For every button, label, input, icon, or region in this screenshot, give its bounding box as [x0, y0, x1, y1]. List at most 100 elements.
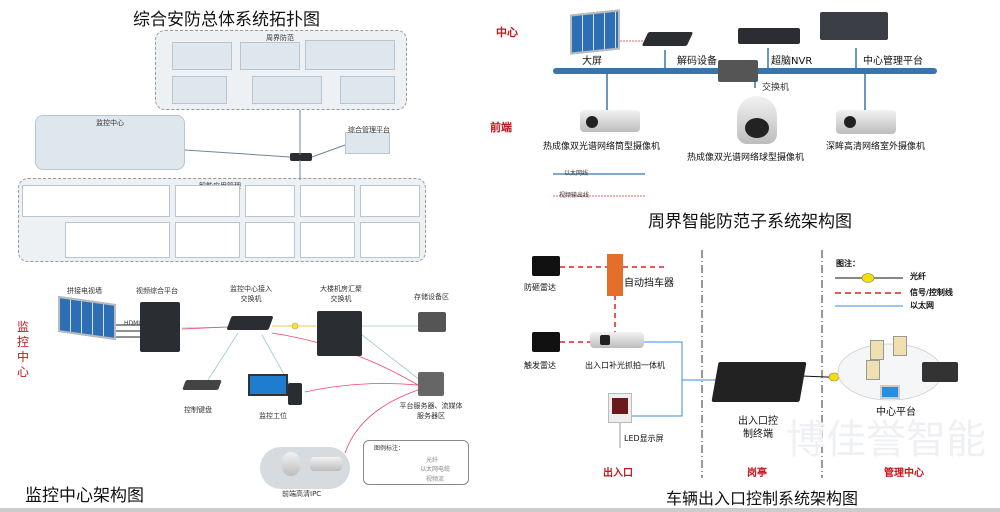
tier-center-label: 中心 [496, 26, 518, 39]
topology-monitor-zone: 监控中心 [35, 115, 185, 170]
switch-icon [718, 60, 758, 82]
decoder-label: 解码设备 [677, 56, 717, 67]
legend-ethernet: 以太网电缆 [420, 466, 451, 473]
zone-entrance-label: 出入口 [603, 468, 633, 479]
topology-block [172, 76, 227, 104]
nvr-label: 超脑NVR [771, 56, 813, 67]
storage-label: 存储设备区 [414, 293, 449, 301]
decoder-icon [641, 32, 694, 46]
core-switch-label: 大楼机房汇聚交换机 [320, 285, 362, 303]
server-icon [893, 336, 907, 356]
platform-label: 中心平台 [876, 407, 916, 418]
guard-radar-icon [532, 256, 560, 276]
legend-video: 视频流 [426, 476, 445, 483]
topology-block [360, 185, 420, 217]
bullet-thermal-camera-icon [580, 110, 640, 132]
topology-block [360, 222, 420, 258]
legend-ethernet-label: 以太网线 [564, 170, 589, 177]
server-icon [870, 340, 884, 360]
legend-ethernet: 以太网 [910, 301, 934, 310]
legend-fiber: 光纤 [910, 272, 926, 281]
screen-label: 大屏 [582, 56, 602, 67]
vehicle-legend-title: 图注： [836, 259, 860, 268]
core-switch-icon [317, 311, 362, 356]
servers-label: 平台服务器、流媒体服务器区 [399, 402, 463, 420]
topology-block [240, 42, 300, 70]
storage-icon [922, 362, 958, 382]
capture-camera-icon [590, 332, 644, 348]
topology-block [340, 76, 395, 104]
platform-server-icon [820, 12, 888, 40]
hdmi-label: HDMI [124, 320, 141, 327]
topology-block [172, 42, 232, 70]
nvr-icon [738, 28, 800, 44]
bullet-ipc-icon [310, 457, 342, 471]
topology-block: 综合管理平台 [345, 126, 390, 154]
outdoor-camera-icon [836, 110, 896, 134]
bullet-thermal-label: 热成像双光谱网络筒型摄像机 [543, 142, 661, 152]
server-icon [866, 360, 880, 380]
barrier-label: 自动挡车器 [624, 278, 674, 289]
video-wall-label: 拼接电视墙 [67, 287, 102, 295]
video-platform-icon [140, 302, 180, 352]
topology-block [65, 222, 170, 258]
monitor-legend: 图例标注： 光纤 以太网电缆 视频流 [363, 440, 469, 485]
topology-block [22, 185, 170, 217]
monitor-center-side-label: 监控中心 [17, 320, 30, 379]
control-keyboard-label: 控制键盘 [184, 406, 212, 414]
dome-thermal-label: 热成像双光谱网络球型摄像机 [687, 153, 805, 163]
topology-block [252, 76, 322, 104]
perimeter-title: 周界智能防范子系统架构图 [648, 212, 852, 232]
legend-video-out-label: 视频输出线 [559, 192, 590, 199]
topology-block [300, 185, 355, 217]
topology-block [245, 185, 295, 217]
legend-title: 图例标注： [374, 445, 405, 452]
legend-signal: 信号/控制线 [910, 288, 953, 297]
zone-management-label: 管理中心 [884, 468, 924, 479]
led-pole [619, 423, 621, 448]
bottom-divider [0, 508, 1000, 512]
topology-block [175, 185, 240, 217]
tier-front-label: 前端 [490, 121, 512, 134]
monitor-center-title: 监控中心架构图 [25, 486, 144, 506]
dome-thermal-camera-icon [737, 96, 777, 144]
led-label: LED显示屏 [624, 434, 664, 443]
core-switch-icon [290, 153, 312, 161]
zone-label: 综合管理平台 [348, 126, 390, 134]
zone-booth-label: 岗亭 [747, 468, 767, 479]
topology-block [175, 222, 240, 258]
capture-camera-label: 出入口补光抓拍一体机 [585, 361, 665, 370]
switch-label: 交换机 [762, 83, 790, 93]
control-keyboard-icon [182, 380, 222, 390]
topology-block [300, 222, 355, 258]
barrier-gate-icon [607, 254, 623, 296]
topology-block [245, 222, 295, 258]
legend-fiber: 光纤 [426, 457, 439, 464]
topology-block [305, 40, 395, 70]
server-rack-icon [418, 372, 444, 396]
outdoor-camera-label: 深眸高清网络室外摄像机 [826, 142, 926, 152]
access-switch-label: 监控中心接入交换机 [230, 285, 272, 303]
zone-label: 监控中心 [96, 119, 124, 127]
control-terminal-label: 出入口控制终端 [738, 416, 778, 440]
control-terminal-icon [711, 362, 807, 402]
workstation-monitor-icon [248, 374, 288, 396]
trigger-radar-icon [532, 332, 560, 352]
video-platform-label: 视频综合平台 [136, 287, 178, 295]
guard-radar-label: 防砸雷达 [524, 283, 556, 292]
trigger-radar-label: 触发雷达 [524, 361, 556, 370]
ipc-label: 前端高清IPC [282, 490, 322, 498]
vehicle-title: 车辆出入口控制系统架构图 [666, 489, 859, 508]
platform-label: 中心管理平台 [863, 56, 923, 67]
topology-title: 综合安防总体系统拓扑图 [133, 10, 320, 30]
dome-ipc-icon [282, 452, 300, 476]
video-wall-icon [570, 9, 620, 55]
zone-label: 周界防范 [266, 34, 294, 42]
access-switch-icon [226, 316, 274, 330]
led-screen-icon [608, 393, 632, 423]
pc-monitor-icon [880, 385, 900, 399]
watermark: 博佳誉智能 [786, 417, 986, 463]
storage-icon [418, 312, 446, 332]
workstation-pc-icon [288, 383, 302, 405]
workstation-label: 监控工位 [259, 412, 287, 420]
